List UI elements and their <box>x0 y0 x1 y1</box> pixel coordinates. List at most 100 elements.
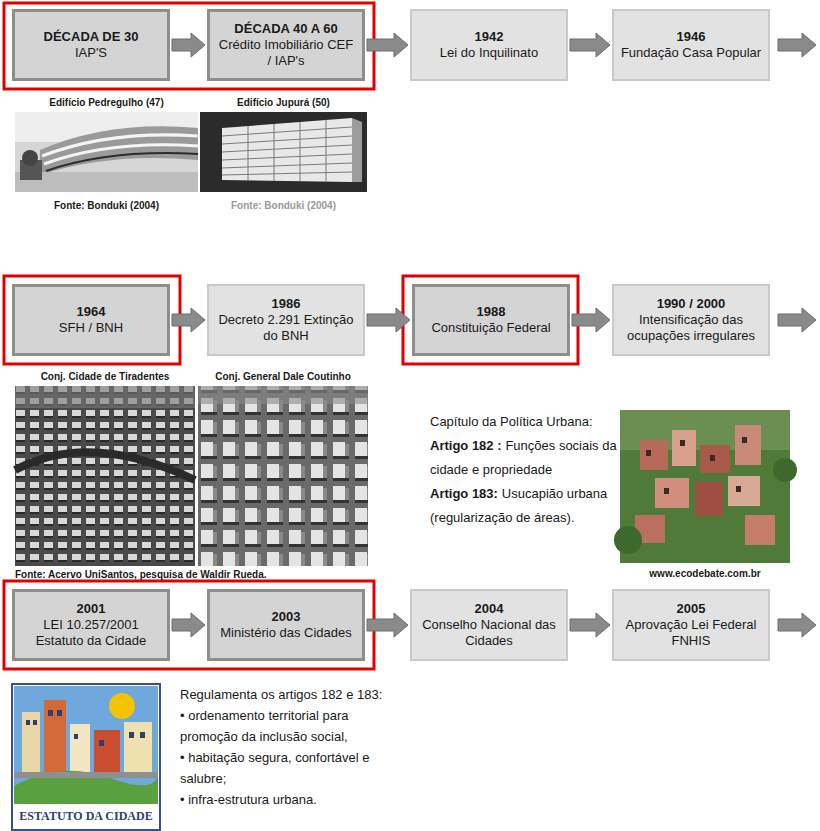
label-group: Fonte: Bonduki (2004) <box>200 200 367 212</box>
drawing-part <box>15 172 198 192</box>
drawing-part <box>773 458 797 482</box>
box-text: Decreto 2.291 Extinção do BNH <box>215 312 357 344</box>
drawing-part <box>640 440 668 470</box>
drawing-part <box>222 136 352 144</box>
drawing-part <box>620 410 790 563</box>
highlighted-box: 2001LEI 10.257/2001 Estatuto da Cidade <box>12 589 170 661</box>
process-box: 1946Fundação Casa Popular <box>612 9 770 81</box>
label-group: Regulamenta os artigos 182 e 183:• orden… <box>180 684 402 810</box>
drawing-part <box>646 450 651 456</box>
box-text: Fundação Casa Popular <box>621 45 761 61</box>
drawing-part <box>664 488 669 494</box>
note-text: • infra-estrutura urbana. <box>180 792 317 807</box>
drawing-part <box>735 425 761 465</box>
drawing-part <box>222 163 352 168</box>
drawing-part <box>248 126 249 180</box>
note-text: Fonte: Bonduki (2004) <box>231 200 336 211</box>
box-heading: 1964 <box>77 304 106 320</box>
drawing-part <box>198 386 368 404</box>
box-heading: 2001 <box>77 601 106 617</box>
photo-favela <box>614 410 797 563</box>
note-text: Fonte: Acervo UniSantos, pesquisa de Wal… <box>15 569 267 580</box>
box-heading: 1946 <box>677 29 706 45</box>
highlighted-box: 1988Constituição Federal <box>412 284 570 356</box>
label-line: www.ecodebate.com.br <box>610 568 800 580</box>
label-line: Fonte: Acervo UniSantos, pesquisa de Wal… <box>15 569 435 581</box>
drawing-part <box>140 732 145 738</box>
note-text: www.ecodebate.com.br <box>649 568 760 579</box>
block-arrow <box>367 308 410 332</box>
drawing-part <box>222 127 352 136</box>
drawing-part <box>4 581 374 669</box>
box-text: Lei do Inquilinato <box>440 45 538 61</box>
drawing-part <box>300 122 301 181</box>
drawing-part <box>222 172 352 175</box>
drawing-part <box>94 730 120 772</box>
block-arrow <box>172 613 205 637</box>
drawing-part <box>4 276 180 364</box>
highlight-frame <box>4 3 578 669</box>
process-box: 1942Lei do Inquilinato <box>410 9 568 81</box>
drawing-part <box>326 120 327 182</box>
note-text: Edifício Jupurá (50) <box>237 97 330 108</box>
block-arrow <box>367 33 408 57</box>
note-text: Edifício Pedregulho (47) <box>49 97 163 108</box>
drawing-part <box>99 740 104 746</box>
block-arrow <box>172 33 205 57</box>
box-text: Ministério das Cidades <box>220 625 352 641</box>
process-box: 2004Conselho Nacional das Cidades <box>410 589 568 661</box>
label-line: • habitação segura, confortável e salubr… <box>180 747 402 789</box>
label-line: Artigo 183:Usucapião urbana (regularizaç… <box>430 482 620 530</box>
box-text: Conselho Nacional das Cidades <box>418 617 560 649</box>
label-group: www.ecodebate.com.br <box>610 568 800 580</box>
block-arrow <box>367 613 408 637</box>
block-arrow <box>172 308 205 332</box>
drawing-part <box>129 732 134 738</box>
drawing-part <box>222 145 352 152</box>
drawing-part <box>352 118 362 182</box>
note-text: • ordenamento territorial para promoção … <box>180 708 349 744</box>
drawing-part <box>48 710 53 716</box>
label-group: Conj. Cidade de Tiradentes <box>15 371 195 383</box>
box-heading: 1988 <box>477 304 506 320</box>
drawing-part <box>14 772 158 778</box>
drawing-part <box>14 770 158 804</box>
drawing-part <box>4 3 374 89</box>
drawing-part <box>778 613 816 637</box>
drawing-part <box>728 476 760 506</box>
label-line: Artigo 182 :Funções sociais da cidade e … <box>430 434 620 482</box>
box-text: Crédito Imobiliário CEF / IAP's <box>216 37 356 69</box>
label-group: Fonte: Acervo UniSantos, pesquisa de Wal… <box>15 569 435 581</box>
block-arrow <box>570 613 610 637</box>
photo-pedregulho <box>15 112 198 192</box>
drawing-part <box>15 112 198 192</box>
drawing-part <box>614 526 642 554</box>
drawing-part <box>200 112 367 192</box>
note-text: Artigo 183: <box>430 486 498 501</box>
note-text: Fonte: Bonduki (2004) <box>54 200 159 211</box>
note-text: Conj. General Dale Coutinho <box>215 371 351 382</box>
process-box: 1986Decreto 2.291 Extinção do BNH <box>207 284 365 356</box>
drawing-part <box>109 693 135 719</box>
drawing-part <box>46 153 198 171</box>
highlighted-box: DÉCADA DE 30IAP'S <box>12 9 170 81</box>
drawing-part <box>15 452 195 480</box>
drawing-part <box>26 710 145 746</box>
drawing-part <box>44 700 66 772</box>
drawing-part <box>40 126 198 175</box>
drawing-part <box>646 437 747 494</box>
label-group: Edifício Jupurá (50) <box>200 97 367 109</box>
box-heading: DÉCADA 40 A 60 <box>234 21 337 37</box>
box-text: Intensificação das ocupações irregulares <box>620 312 762 344</box>
label-line: Conj. Cidade de Tiradentes <box>15 371 195 383</box>
block-arrow <box>572 308 610 332</box>
box-heading: 1942 <box>475 29 504 45</box>
label-group: ESTATUTO DA CIDADE <box>14 808 158 824</box>
photo-tiradentes <box>15 386 195 566</box>
box-text: LEI 10.257/2001 Estatuto da Cidade <box>21 617 161 649</box>
label-line: Fonte: Bonduki (2004) <box>200 200 367 212</box>
box-text: IAP'S <box>75 45 107 61</box>
drawing-part <box>14 686 158 804</box>
